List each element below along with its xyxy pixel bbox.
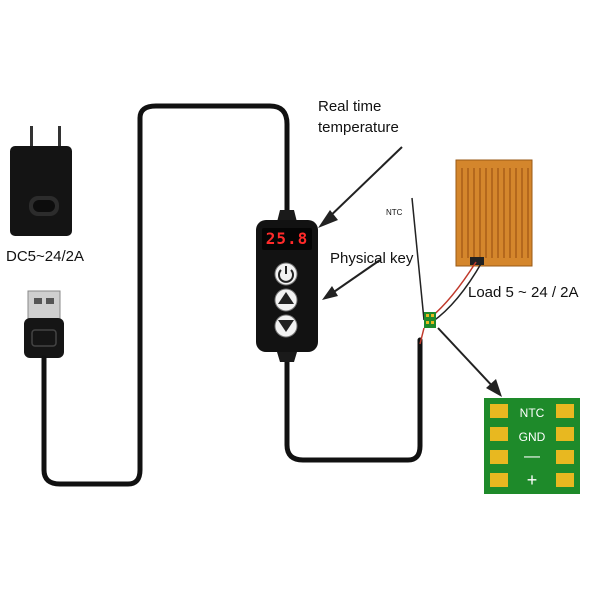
pad-label-ntc: NTC [519,406,545,420]
load-wire-black [431,261,483,323]
small-pcb-icon [424,312,436,328]
output-cable [284,337,423,463]
down-arrow-button-icon[interactable] [274,314,298,338]
annotation-arrows [318,146,502,397]
up-arrow-button-icon[interactable] [274,288,298,312]
temperature-controller [256,210,318,362]
power-plug-icon [10,126,72,236]
heating-film-icon [455,159,533,267]
pad-label-gnd: GND [518,430,546,444]
ntc-probe-wire [411,197,425,321]
output-wire [419,327,425,345]
pad-label-plus: + [526,470,538,490]
pad-label-minus: — [524,448,540,465]
real-time-label-line1: Real time [318,98,382,115]
ntc-label: NTC [386,208,403,217]
temperature-display: 25.8 [265,229,309,248]
load-label: Load 5 ~ 24 / 2A [468,284,579,301]
power-rating-label: DC5~24/2A [6,248,84,265]
usb-cable [41,103,290,487]
real-time-temperature-label: Real time temperature [318,96,399,138]
real-time-label-line2: temperature [318,119,399,136]
physical-key-label: Physical key [330,250,414,267]
pcb-board [484,398,580,494]
power-button-icon[interactable] [274,262,298,286]
usb-plug-icon [24,290,64,358]
